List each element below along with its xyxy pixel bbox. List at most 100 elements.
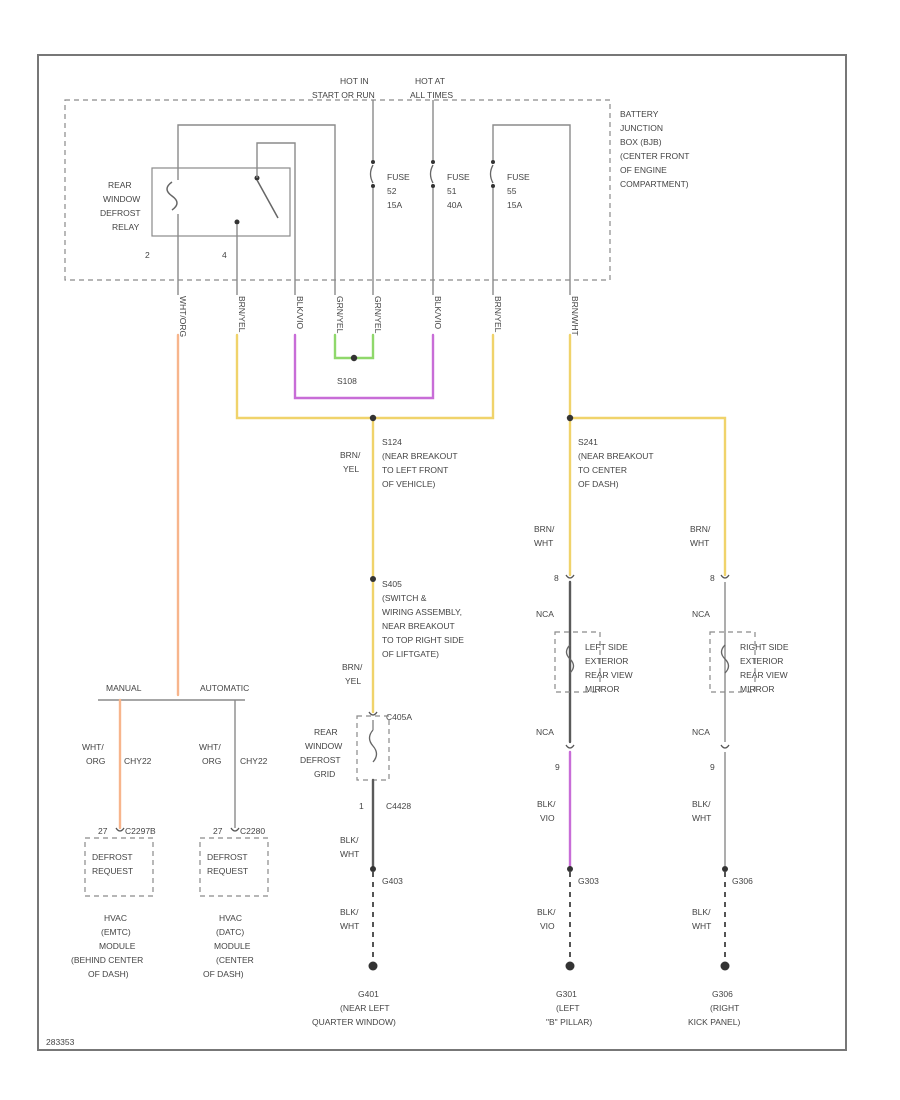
splice-s124-dot <box>369 414 377 422</box>
wire-code-5: GRN/YEL <box>373 296 383 334</box>
svg-text:(RIGHT: (RIGHT <box>710 1003 739 1013</box>
junction-box-label: BATTERY JUNCTION BOX (BJB) (CENTER FRONT… <box>620 109 689 189</box>
svg-text:BRN/: BRN/ <box>534 524 555 534</box>
svg-text:GRID: GRID <box>314 769 335 779</box>
right-mirror-element-icon <box>720 644 730 674</box>
blk-wht-label-2: BLK/ WHT <box>340 907 359 931</box>
left-mirror-pin-8: 8 <box>554 573 559 583</box>
svg-text:MODULE: MODULE <box>214 941 251 951</box>
blk-wht-label-4: BLK/ WHT <box>692 907 711 931</box>
wire-code-8: BRN/WHT <box>570 296 580 336</box>
module-2-connector-icon <box>230 827 240 832</box>
module-1-harness: CHY22 <box>124 756 152 766</box>
svg-text:START OR RUN: START OR RUN <box>312 90 375 100</box>
grid-connector <box>368 711 378 716</box>
left-mirror-label: LEFT SIDE EXTERIOR REAR VIEW MIRROR <box>585 642 633 694</box>
nca-label-3: NCA <box>536 727 554 737</box>
svg-text:BATTERY: BATTERY <box>620 109 659 119</box>
module-1-pin: 27 <box>98 826 108 836</box>
svg-text:TO TOP RIGHT SIDE: TO TOP RIGHT SIDE <box>382 635 464 645</box>
splice-s108-label: S108 <box>337 376 357 386</box>
svg-text:WHT: WHT <box>534 538 553 548</box>
left-mirror-box <box>554 631 601 693</box>
svg-text:BLK/: BLK/ <box>692 907 711 917</box>
ground-g401-label: G401 (NEAR LEFT QUARTER WINDOW) <box>312 989 396 1027</box>
svg-text:S124: S124 <box>382 437 402 447</box>
svg-text:(CENTER: (CENTER <box>216 955 254 965</box>
svg-text:55: 55 <box>507 186 517 196</box>
svg-text:HOT IN: HOT IN <box>340 76 369 86</box>
nca-label-4: NCA <box>692 727 710 737</box>
wire-code-2: BRN/YEL <box>237 296 247 333</box>
fuse-52-label: FUSE 52 15A <box>387 172 410 210</box>
svg-text:BOX (BJB): BOX (BJB) <box>620 137 662 147</box>
nca-label-1: NCA <box>536 609 554 619</box>
svg-text:OF DASH): OF DASH) <box>88 969 129 979</box>
svg-text:(LEFT: (LEFT <box>556 1003 580 1013</box>
ground-point-g401 <box>368 961 378 971</box>
ground-splice-g306 <box>722 866 728 872</box>
splice-s241-label: S241 (NEAR BREAKOUT TO CENTER OF DASH) <box>578 437 654 489</box>
module-2-connector: C2280 <box>240 826 265 836</box>
svg-text:REAR: REAR <box>314 727 338 737</box>
svg-text:BRN/: BRN/ <box>342 662 363 672</box>
svg-text:QUARTER WINDOW): QUARTER WINDOW) <box>312 1017 396 1027</box>
svg-text:COMPARTMENT): COMPARTMENT) <box>620 179 689 189</box>
junction-box-outline <box>64 99 611 281</box>
svg-text:S241: S241 <box>578 437 598 447</box>
wire-codes: WHT/ORG BRN/YEL BLK/VIO GRN/YEL GRN/YEL … <box>178 296 580 337</box>
svg-text:(NEAR BREAKOUT: (NEAR BREAKOUT <box>578 451 654 461</box>
svg-text:REQUEST: REQUEST <box>92 866 133 876</box>
left-mirror-pin-9: 9 <box>555 762 560 772</box>
wire-code-7: BRN/YEL <box>493 296 503 333</box>
relay-switch-feed <box>256 142 296 295</box>
svg-text:NEAR BREAKOUT: NEAR BREAKOUT <box>382 621 455 631</box>
wire-code-3: BLK/VIO <box>295 296 305 329</box>
ground-point-g306 <box>720 961 730 971</box>
svg-text:52: 52 <box>387 186 397 196</box>
g403-label: G403 <box>382 876 403 886</box>
blk-vio-label-1: BLK/ VIO <box>537 799 556 823</box>
svg-text:JUNCTION: JUNCTION <box>620 123 663 133</box>
splice-s405-label: S405 (SWITCH & WIRING ASSEMBLY, NEAR BRE… <box>382 579 464 659</box>
svg-text:DEFROST: DEFROST <box>92 852 133 862</box>
module-2-wire-label: WHT/ ORG <box>199 742 221 766</box>
relay-switch-arm <box>256 179 279 219</box>
wire-code-6: BLK/VIO <box>433 296 443 329</box>
svg-text:RELAY: RELAY <box>112 222 140 232</box>
svg-text:OF ENGINE: OF ENGINE <box>620 165 667 175</box>
brn-yel-bus <box>235 333 495 420</box>
brn-yel-label-2: BRN/ YEL <box>342 662 363 686</box>
svg-text:(DATC): (DATC) <box>216 927 244 937</box>
svg-text:WHT/: WHT/ <box>82 742 104 752</box>
c405a-label: C405A <box>386 712 412 722</box>
svg-text:(BEHIND CENTER: (BEHIND CENTER <box>71 955 143 965</box>
svg-text:FUSE: FUSE <box>507 172 530 182</box>
module-1-desc: HVAC (EMTC) MODULE (BEHIND CENTER OF DAS… <box>71 913 143 979</box>
left-mirror-element-icon <box>565 644 575 674</box>
defrost-grid-icon <box>368 729 378 763</box>
svg-text:FUSE: FUSE <box>447 172 470 182</box>
svg-text:BLK/: BLK/ <box>340 835 359 845</box>
svg-text:FUSE: FUSE <box>387 172 410 182</box>
splice-s241-dot <box>566 414 574 422</box>
fuse55-feed <box>492 124 571 295</box>
module-1-function: DEFROST REQUEST <box>92 852 133 876</box>
module-1-connector-icon <box>115 827 125 832</box>
relay-feed-wire <box>177 124 336 295</box>
blk-wht-label-3: BLK/ WHT <box>692 799 711 823</box>
ground-g301-label: G301 (LEFT "B" PILLAR) <box>546 989 592 1027</box>
diagram-border <box>37 54 847 1051</box>
svg-text:OF DASH): OF DASH) <box>203 969 244 979</box>
module-1-connector: C2297B <box>125 826 156 836</box>
right-mirror-box <box>709 631 756 693</box>
svg-text:(SWITCH &: (SWITCH & <box>382 593 427 603</box>
ground-splice-g303 <box>567 866 573 872</box>
blk-wht-label-1: BLK/ WHT <box>340 835 359 859</box>
hot-labels: HOT IN HOT AT START OR RUN ALL TIMES <box>312 76 453 100</box>
svg-text:WHT: WHT <box>690 538 709 548</box>
fuse-55-label: FUSE 55 15A <box>507 172 530 210</box>
svg-text:REAR: REAR <box>108 180 132 190</box>
svg-text:OF DASH): OF DASH) <box>578 479 619 489</box>
